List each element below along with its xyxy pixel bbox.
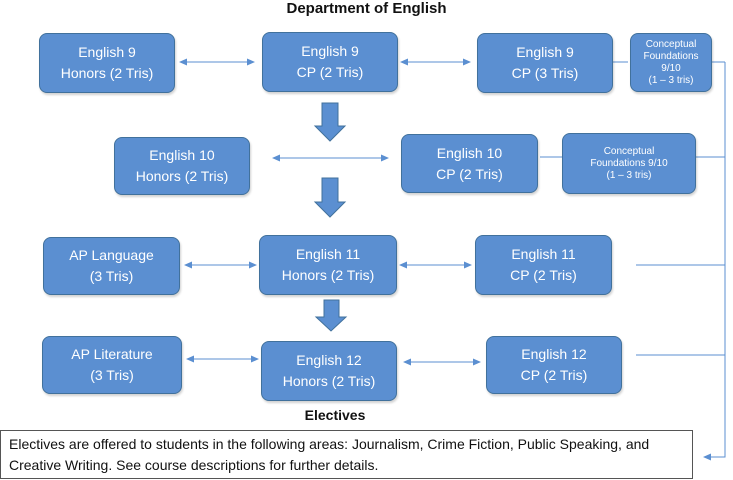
course-length: (3 Tris) — [89, 268, 134, 284]
course-name: Foundations 9/10 — [590, 157, 668, 169]
course-english-9-cp-3-tris: English 9 CP (3 Tris) — [477, 33, 613, 93]
course-english-12-honors: English 12 Honors (2 Tris) — [261, 341, 397, 401]
course-length: (1 – 3 tris) — [648, 74, 694, 86]
connector-right-vertical — [703, 62, 726, 461]
down-arrow-10-11 — [313, 177, 347, 218]
course-track: CP (2 Tris) — [296, 64, 364, 80]
course-name: English 10 — [149, 147, 215, 163]
course-english-9-honors: English 9 Honors (2 Tris) — [39, 33, 175, 93]
course-track: CP (3 Tris) — [511, 65, 579, 81]
course-grade: 9/10 — [661, 62, 681, 74]
down-arrow-11-12 — [314, 299, 348, 332]
course-track: CP (2 Tris) — [520, 367, 588, 383]
course-track: Honors (2 Tris) — [281, 267, 375, 283]
course-english-12-cp: English 12 CP (2 Tris) — [486, 336, 622, 394]
course-name: English 12 — [296, 352, 362, 368]
electives-heading: Electives — [304, 407, 366, 423]
electives-description: Electives are offered to students in the… — [0, 430, 693, 479]
course-track: Honors (2 Tris) — [60, 65, 154, 81]
course-track: CP (2 Tris) — [510, 267, 577, 283]
course-conceptual-foundations-row2: Conceptual Foundations 9/10 (1 – 3 tris) — [562, 133, 696, 194]
course-name: AP Literature — [71, 346, 153, 362]
course-length: (3 Tris) — [90, 367, 134, 383]
course-english-10-cp: English 10 CP (2 Tris) — [401, 134, 538, 193]
course-ap-language: AP Language (3 Tris) — [43, 237, 180, 295]
course-english-9-cp-2-tris: English 9 CP (2 Tris) — [262, 32, 398, 92]
down-arrow-9-10 — [313, 102, 347, 142]
course-name: Conceptual — [603, 145, 655, 157]
course-english-11-honors: English 11 Honors (2 Tris) — [259, 235, 397, 295]
course-name: English 11 — [295, 246, 361, 262]
diagram-title: Department of English — [286, 0, 447, 17]
course-length: (1 – 3 tris) — [606, 169, 652, 181]
course-track: Honors (2 Tris) — [135, 168, 229, 184]
course-ap-literature: AP Literature (3 Tris) — [42, 336, 182, 394]
course-name: Foundations — [643, 50, 699, 62]
course-name: English 9 — [78, 44, 136, 60]
course-name: Conceptual — [645, 38, 697, 50]
course-english-10-honors: English 10 Honors (2 Tris) — [114, 137, 250, 195]
course-english-11-cp: English 11 CP (2 Tris) — [475, 235, 612, 295]
course-name: English 10 — [436, 144, 503, 161]
course-name: English 12 — [521, 346, 587, 362]
course-track: Honors (2 Tris) — [282, 373, 376, 389]
course-track: CP (2 Tris) — [436, 165, 503, 182]
course-name: AP Language — [69, 247, 154, 263]
course-name: English 9 — [301, 43, 359, 59]
course-conceptual-foundations-row1: Conceptual Foundations 9/10 (1 – 3 tris) — [630, 33, 712, 92]
course-name: English 9 — [516, 44, 574, 60]
course-name: English 11 — [511, 246, 576, 262]
